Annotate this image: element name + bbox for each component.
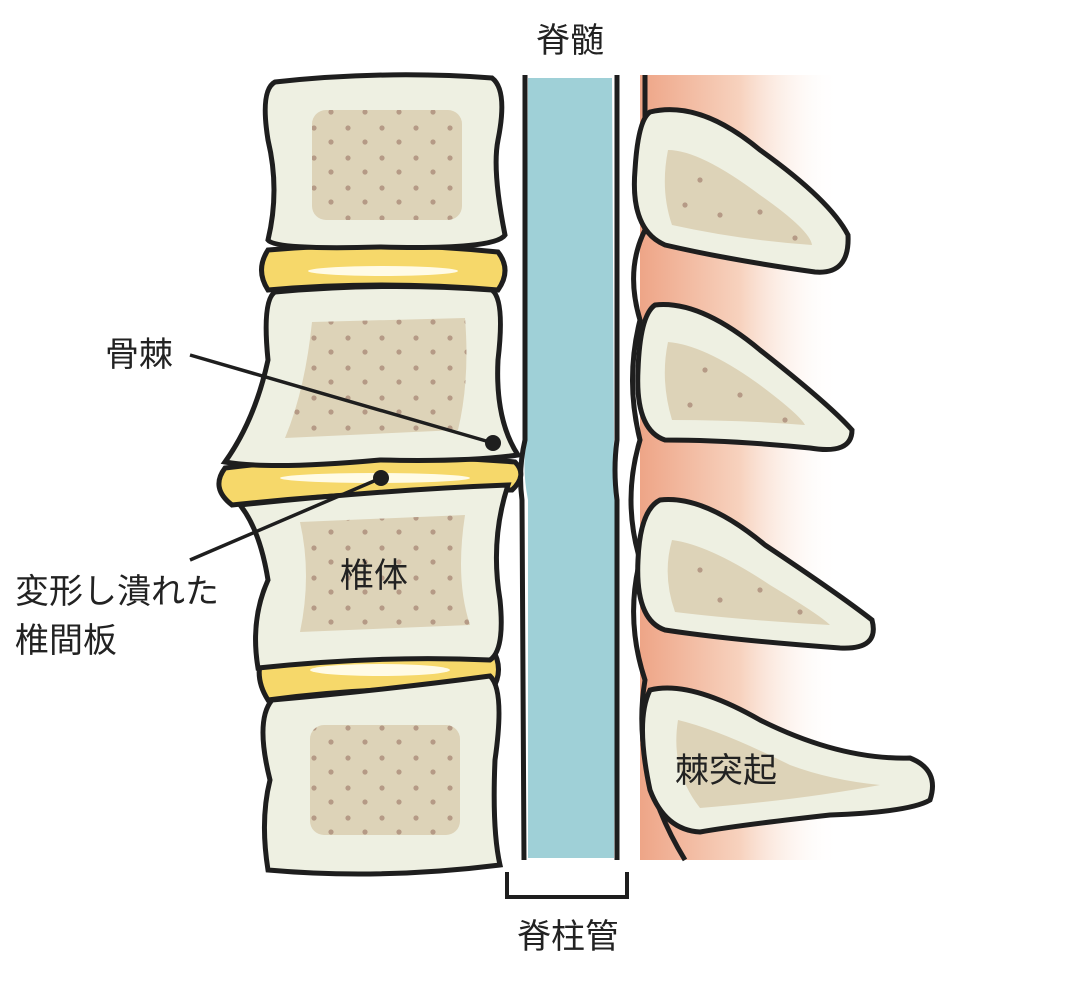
spinal-cord <box>518 75 620 861</box>
label-spinous-process: 棘突起 <box>675 751 777 791</box>
label-deformed-disc-1: 変形し潰れた <box>15 572 219 612</box>
label-vertebral-body: 椎体 <box>340 556 408 596</box>
label-spinal-canal: 脊柱管 <box>517 917 619 957</box>
osteophyte-leader <box>189 353 501 451</box>
spinal-canal-bracket <box>505 872 629 899</box>
label-osteophyte: 骨棘 <box>105 335 173 375</box>
label-deformed-disc-2: 椎間板 <box>15 621 117 661</box>
disc-leader <box>189 470 389 562</box>
label-spinal-cord: 脊髄 <box>536 21 604 61</box>
